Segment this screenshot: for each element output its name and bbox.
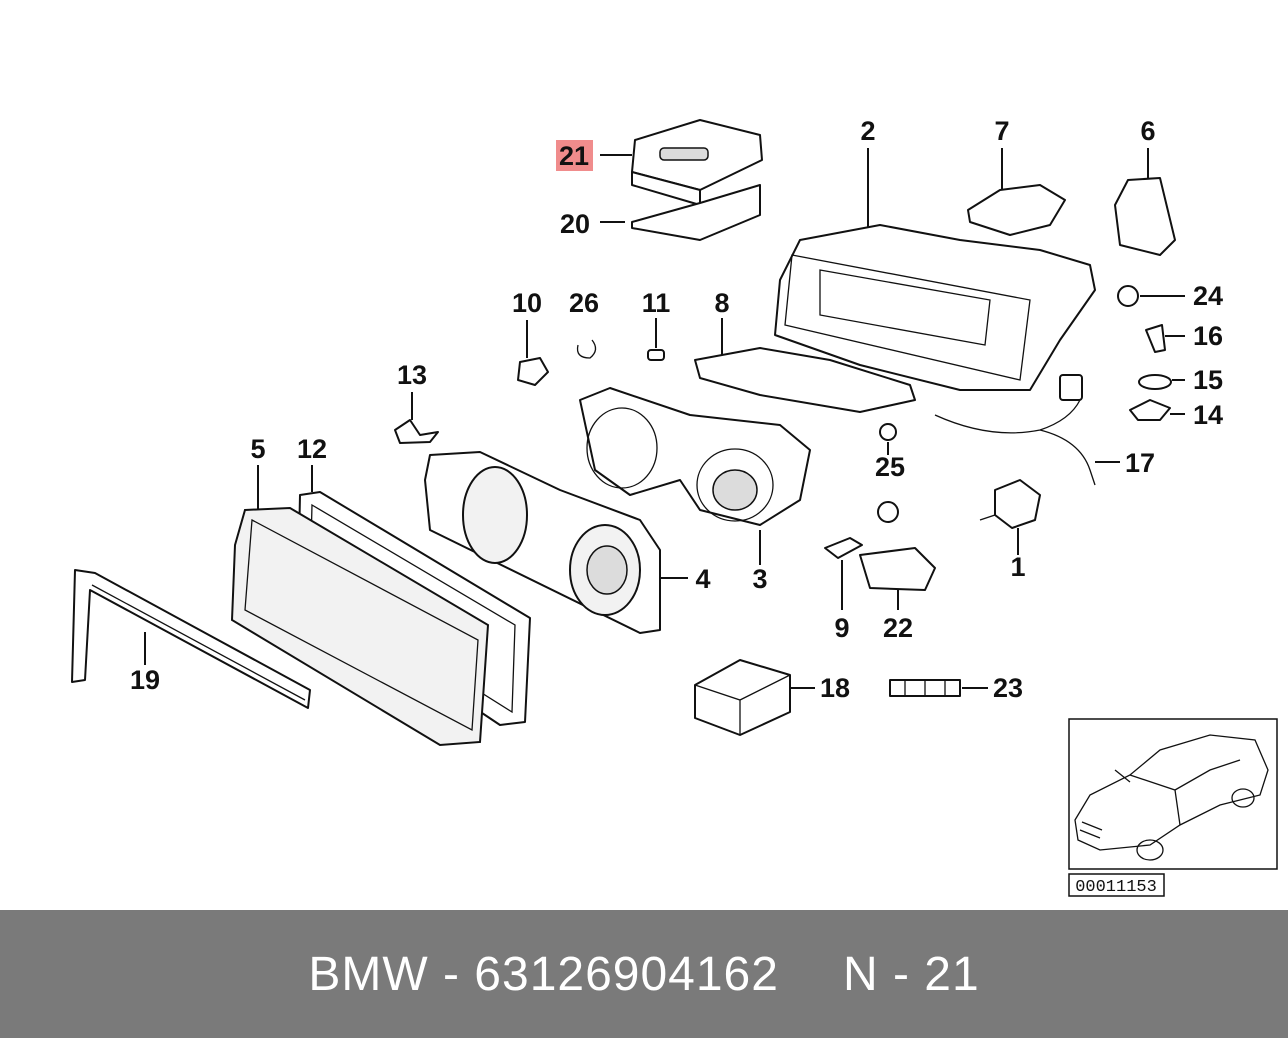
callout-2[interactable]: 2 — [860, 116, 875, 146]
callout-21[interactable]: 21 — [559, 141, 589, 171]
position-number: 21 — [924, 947, 980, 1001]
callout-18[interactable]: 18 — [820, 673, 850, 703]
position-separator: - — [892, 947, 910, 1001]
callout-4[interactable]: 4 — [695, 564, 710, 594]
callout-14[interactable]: 14 — [1193, 400, 1223, 430]
callout-1[interactable]: 1 — [1010, 552, 1025, 582]
callout-22[interactable]: 22 — [883, 613, 913, 643]
exploded-parts-diagram: 21 20 2 7 6 10 26 11 8 24 16 13 15 14 5 … — [71, 116, 1278, 897]
callout-16[interactable]: 16 — [1193, 321, 1223, 351]
part-footer-banner: BMW - 63126904162 N - 21 — [0, 910, 1288, 1038]
callout-7[interactable]: 7 — [994, 116, 1009, 146]
callout-20[interactable]: 20 — [560, 209, 590, 239]
callout-9[interactable]: 9 — [834, 613, 849, 643]
position-prefix: N — [842, 947, 879, 1001]
callout-11[interactable]: 11 — [642, 288, 671, 318]
callout-15[interactable]: 15 — [1193, 365, 1223, 395]
callout-12[interactable]: 12 — [297, 434, 327, 464]
car-locator-icon — [1074, 734, 1269, 861]
callout-13[interactable]: 13 — [397, 360, 427, 390]
car-locator-inset: 00011153 — [1068, 718, 1278, 897]
highlight-part-21 — [556, 140, 593, 171]
callout-8[interactable]: 8 — [714, 288, 729, 318]
callout-3[interactable]: 3 — [752, 564, 767, 594]
leader-lines — [144, 148, 1185, 689]
part-number: 63126904162 — [474, 947, 779, 1001]
callout-23[interactable]: 23 — [993, 673, 1023, 703]
callout-5[interactable]: 5 — [250, 434, 265, 464]
callout-6[interactable]: 6 — [1140, 116, 1155, 146]
callout-17[interactable]: 17 — [1125, 448, 1155, 478]
reference-code: 00011153 — [1075, 878, 1157, 897]
headlight-assembly-line-art — [71, 119, 1176, 747]
callout-26[interactable]: 26 — [569, 288, 599, 318]
footer-separator: - — [442, 947, 460, 1001]
callout-19[interactable]: 19 — [130, 665, 160, 695]
callout-10[interactable]: 10 — [512, 288, 542, 318]
brand-name: BMW — [308, 947, 429, 1001]
callout-24[interactable]: 24 — [1193, 281, 1223, 311]
part-callouts: 21 20 2 7 6 10 26 11 8 24 16 13 15 14 5 … — [130, 116, 1223, 703]
callout-25[interactable]: 25 — [875, 452, 905, 482]
